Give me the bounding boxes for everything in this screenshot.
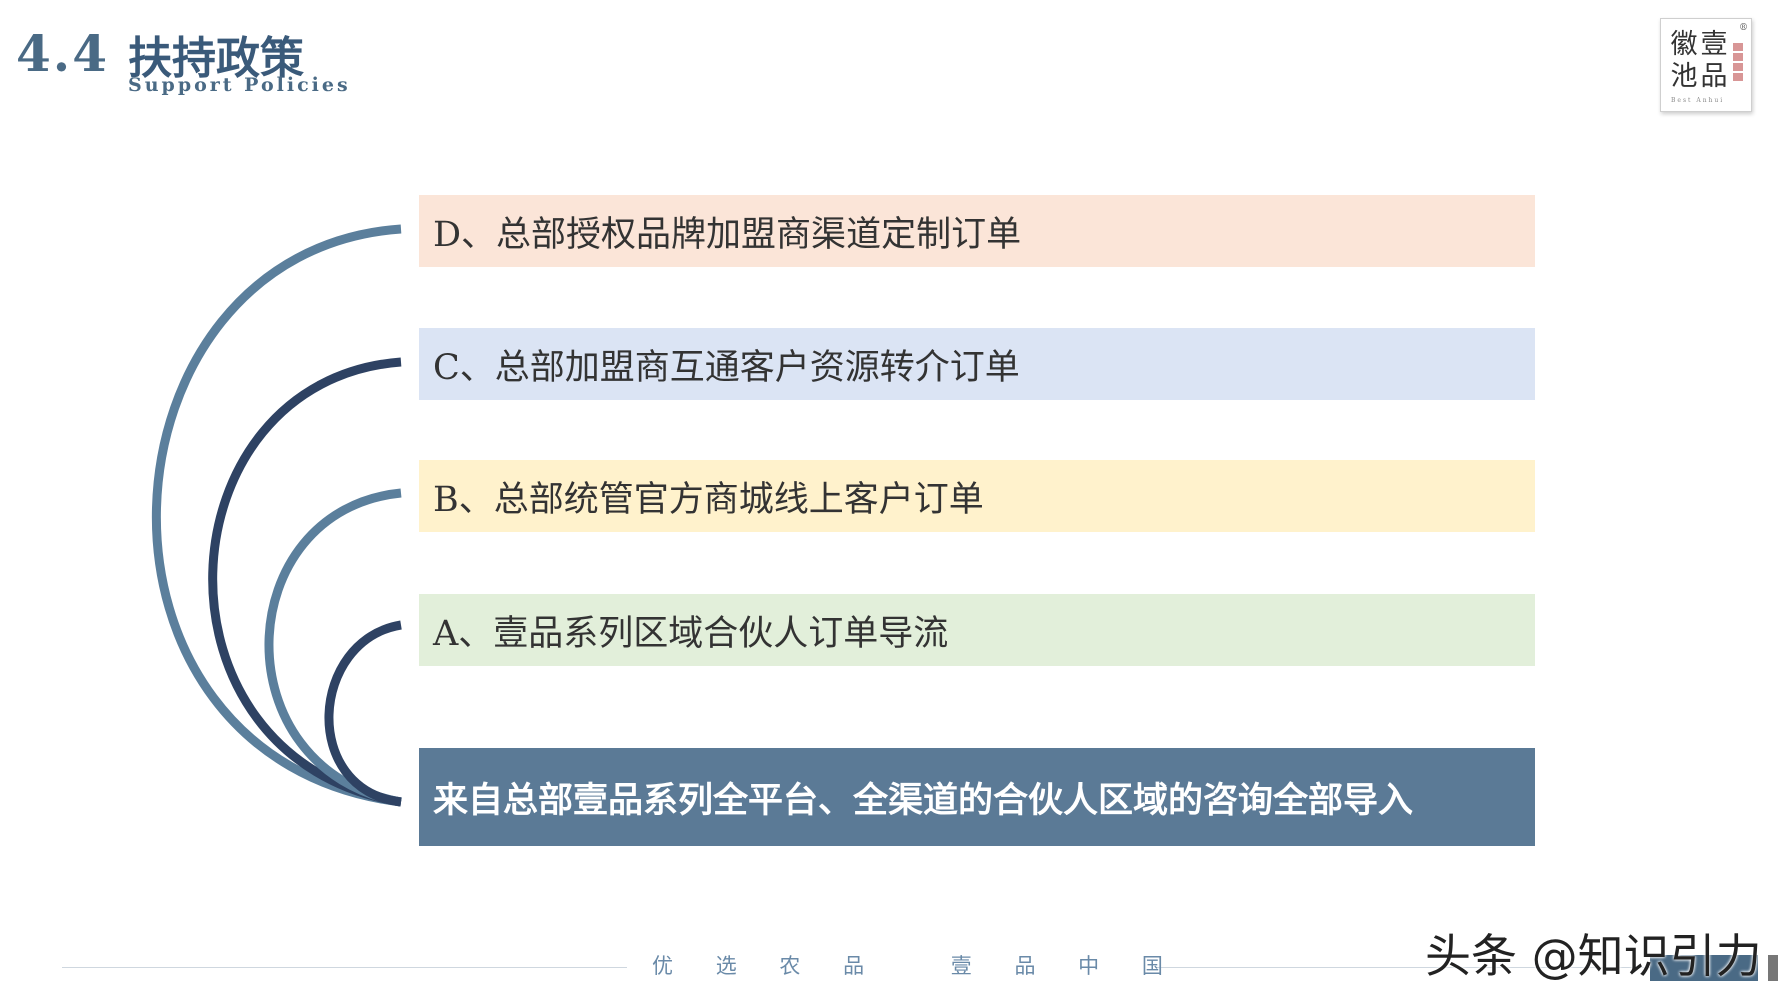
slogan-char: 优	[652, 954, 673, 978]
page-tag-edge	[1768, 955, 1778, 981]
footer-divider-right	[1155, 967, 1655, 968]
section-number: 4.4	[16, 24, 109, 83]
summary-banner: 来自总部壹品系列全平台、全渠道的合伙人区域的咨询全部导入	[419, 748, 1535, 846]
slogan-char: 中	[1078, 954, 1100, 978]
page-subtitle: Support Policies	[128, 74, 351, 96]
policy-item-c: C、总部加盟商互通客户资源转介订单	[419, 328, 1535, 400]
arc-d	[151, 224, 402, 807]
page-number-tag	[1650, 955, 1758, 981]
brand-logo: 徽 壹 池 品 Best Anhui ®	[1660, 18, 1752, 112]
page-title: 扶持政策	[128, 33, 304, 84]
footer-divider-left	[62, 967, 627, 968]
slogan-char: 壹	[950, 954, 972, 978]
footer-slogan: 优 选 农 品 壹 品 中 国	[652, 950, 1199, 980]
logo-char: 徽	[1670, 29, 1698, 60]
policy-item-a: A、壹品系列区域合伙人订单导流	[419, 594, 1535, 666]
slogan-char: 选	[715, 954, 737, 978]
logo-char: 壹	[1700, 29, 1728, 60]
logo-char: 池	[1670, 61, 1698, 92]
arc-b	[264, 488, 402, 807]
slogan-char: 国	[1141, 954, 1163, 978]
arc-c	[208, 357, 402, 807]
policy-item-d: D、总部授权品牌加盟商渠道定制订单	[419, 195, 1535, 267]
logo-tagline: Best Anhui	[1671, 97, 1725, 104]
logo-seal	[1733, 43, 1743, 91]
logo-char: 品	[1700, 61, 1728, 92]
slogan-char: 品	[1014, 954, 1036, 978]
policy-item-b: B、总部统管官方商城线上客户订单	[419, 460, 1535, 532]
watermark: 头条 @知识引力	[1425, 929, 1762, 983]
slogan-char: 农	[779, 954, 801, 978]
arc-a	[324, 620, 402, 807]
registered-mark: ®	[1739, 23, 1748, 33]
slogan-char: 品	[843, 954, 865, 978]
